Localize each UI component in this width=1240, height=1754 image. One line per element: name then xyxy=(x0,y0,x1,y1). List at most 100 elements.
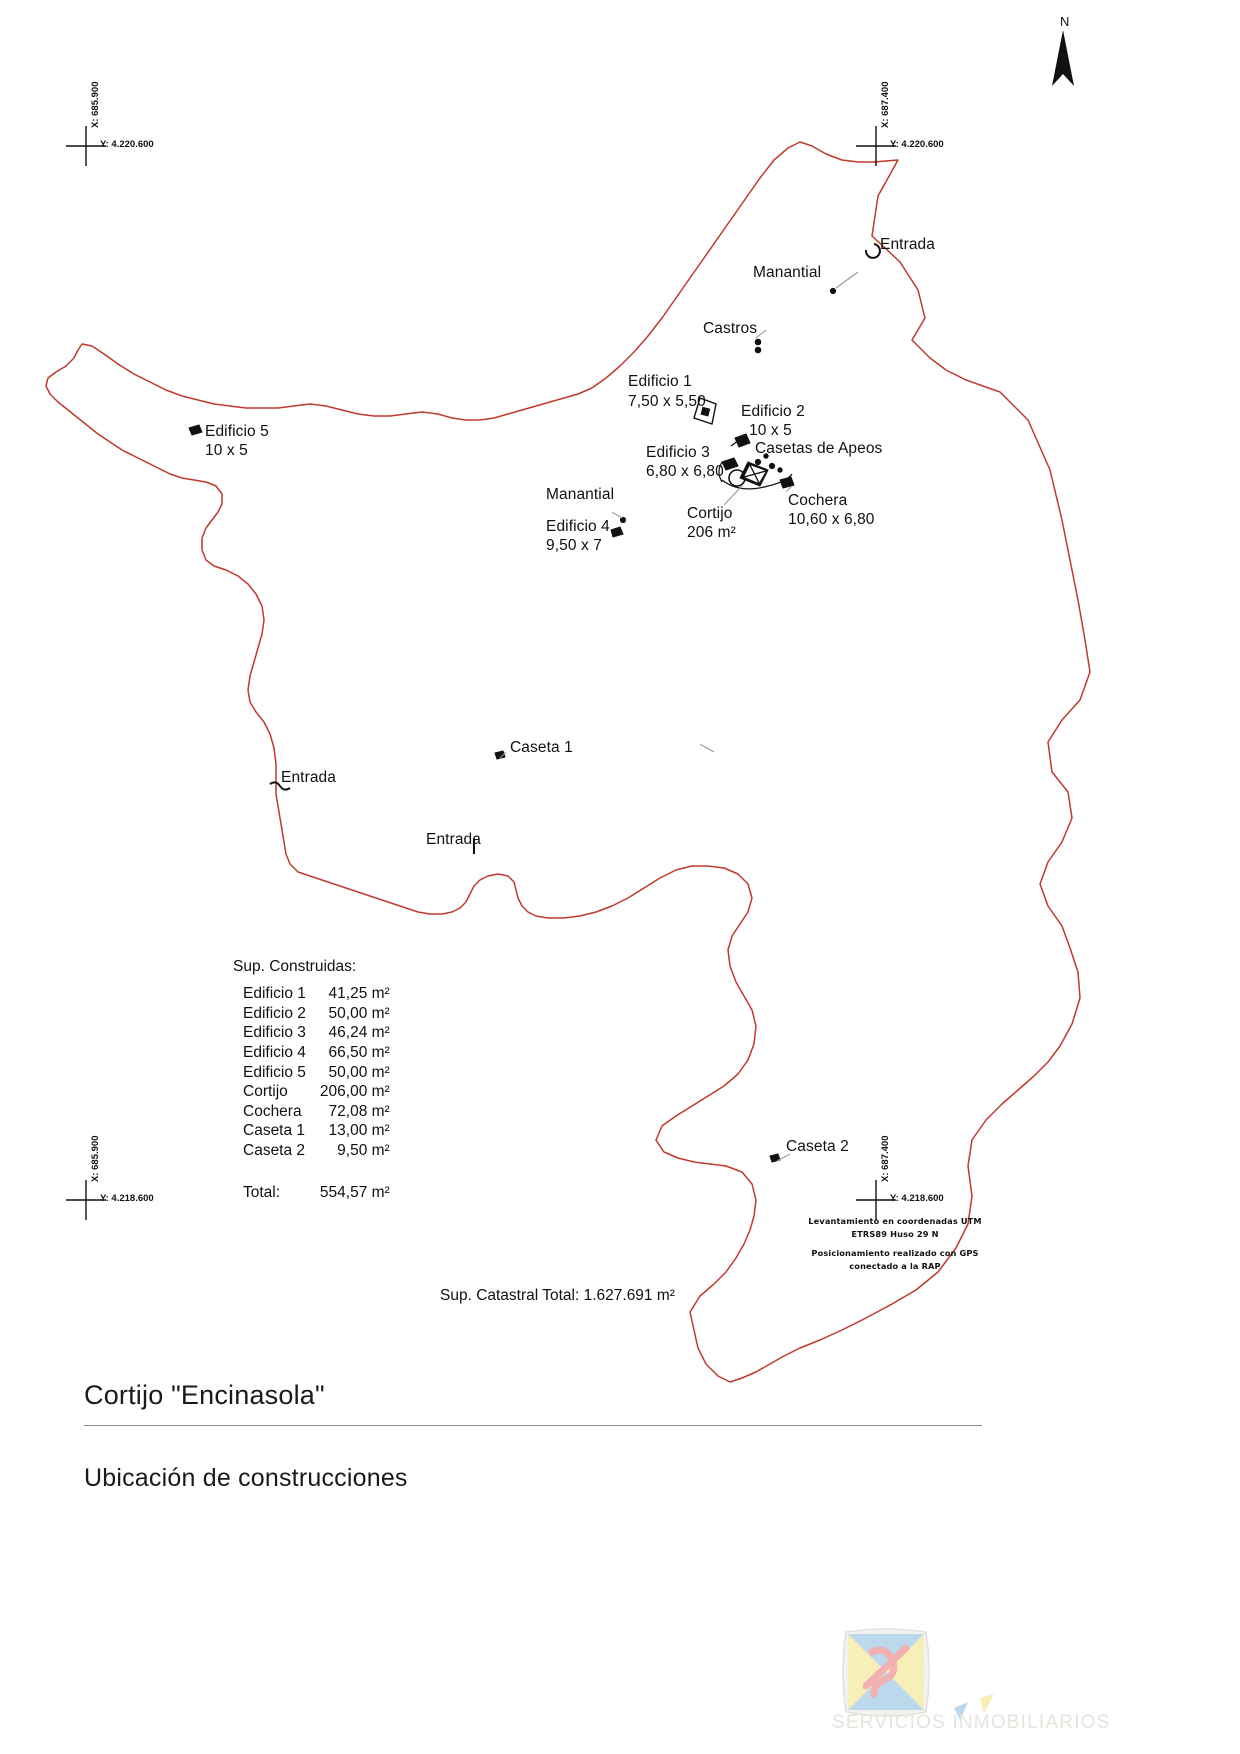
legend-row-name: Edificio 3 xyxy=(243,1024,306,1042)
building-footprints xyxy=(188,287,837,1163)
coord-y-bottom-left: Y: 4.218.600 xyxy=(100,1193,154,1204)
label-edificio-5-name: Edificio 5 xyxy=(205,423,269,440)
legend-row-value: 13,00 m² xyxy=(328,1122,390,1140)
legend-row-value: 66,50 m² xyxy=(328,1043,390,1061)
title-divider xyxy=(84,1425,982,1426)
label-caseta-1: Caseta 1 xyxy=(510,739,573,756)
label-manantial-mid: Manantial xyxy=(546,486,615,503)
footprint-caseta-1 xyxy=(494,750,506,760)
coord-x-top-left: X: 685.900 xyxy=(90,81,101,128)
cadastral-total-area: Sup. Catastral Total: 1.627.691 m² xyxy=(440,1287,675,1304)
label-castros: Castros xyxy=(703,320,758,337)
north-arrow: N xyxy=(1040,14,1088,86)
label-leader-lines xyxy=(499,271,859,1162)
legend-row-name: Edificio 4 xyxy=(243,1043,306,1061)
label-entrada-top: Entrada xyxy=(880,236,935,253)
label-cortijo-name: Cortijo xyxy=(687,505,733,522)
parcel-boundary-path xyxy=(45,141,1091,1383)
document-title: Cortijo "Encinasola" xyxy=(84,1380,325,1410)
legend-row: Cortijo 206,00 m² xyxy=(243,1083,390,1103)
legend-row-value: 41,25 m² xyxy=(328,985,390,1002)
footprint-edificio-1 xyxy=(693,397,717,425)
survey-note-line-2: ETRS89 Huso 29 N xyxy=(851,1228,939,1239)
legend-row-value: 206,00 m² xyxy=(319,1083,390,1101)
entrada-marks xyxy=(269,243,881,854)
label-edificio-1-dim: 7,50 x 5,50 xyxy=(628,393,706,410)
legend-row: Edificio 4 66,50 m² xyxy=(243,1044,390,1064)
grid-tick-top-right xyxy=(856,126,896,166)
legend-row-value: 50,00 m² xyxy=(328,1004,390,1022)
north-arrow-graphic xyxy=(1052,30,1074,86)
legend-row: Edificio 5 50,00 m² xyxy=(243,1064,390,1084)
grid-tick-top-left xyxy=(66,126,106,166)
label-edificio-2-name: Edificio 2 xyxy=(741,403,805,420)
north-label: N xyxy=(1060,14,1070,29)
coord-y-top-left: Y: 4.220.600 xyxy=(100,139,154,150)
label-entrada-left: Entrada xyxy=(281,769,336,786)
document-subtitle: Ubicación de construcciones xyxy=(84,1464,408,1492)
legend-row: Edificio 1 41,25 m² xyxy=(243,985,390,1005)
legend-row-name: Cortijo xyxy=(243,1083,288,1101)
label-manantial-top: Manantial xyxy=(753,264,822,281)
label-edificio-5-dim: 10 x 5 xyxy=(205,442,248,459)
footprint-edificio-4 xyxy=(610,526,624,538)
grid-tick-bottom-right xyxy=(856,1180,896,1220)
survey-note-line-3: Posicionamiento realizado con GPS xyxy=(811,1248,979,1259)
label-edificio-2-dim: 10 x 5 xyxy=(749,422,792,439)
label-casetas-de-apeos: Casetas de Apeos xyxy=(755,440,883,457)
footprint-edificio-5 xyxy=(188,424,203,436)
legend-total-row: Total: 554,57 m² xyxy=(243,1162,390,1204)
company-name: SERVICIOS INMOBILIARIOS xyxy=(832,1712,1111,1733)
logo-accent-shapes xyxy=(954,1694,994,1720)
coord-x-bottom-right: X: 687.400 xyxy=(880,1135,891,1182)
survey-notes: Levantamiento en coordenadas UTM ETRS89 … xyxy=(795,1215,995,1273)
label-edificio-4-dim: 9,50 x 7 xyxy=(546,537,602,554)
company-logo xyxy=(842,1628,994,1720)
footprint-edificio-3 xyxy=(721,457,739,471)
coord-x-top-right: X: 687.400 xyxy=(880,81,891,128)
legend-row-name: Caseta 2 xyxy=(243,1142,306,1159)
label-cortijo-dim: 206 m² xyxy=(687,524,736,541)
legend-row-name: Caseta 1 xyxy=(243,1122,306,1140)
legend-row-value: 50,00 m² xyxy=(328,1063,390,1081)
survey-note-line-4: conectado a la RAP xyxy=(849,1261,941,1272)
entrada-mark-top xyxy=(864,243,881,259)
legend-row-name: Edificio 1 xyxy=(243,985,306,1002)
legend-row-name: Edificio 2 xyxy=(243,1004,306,1022)
label-entrada-mid: Entrada xyxy=(426,831,481,848)
label-edificio-3-name: Edificio 3 xyxy=(646,444,710,461)
label-cochera-dim: 10,60 x 6,80 xyxy=(788,511,875,528)
legend-row-value: 72,08 m² xyxy=(328,1102,390,1120)
legend-row-value: 46,24 m² xyxy=(328,1024,390,1042)
legend-row: Cochera 72,08 m² xyxy=(243,1103,390,1123)
grid-tick-bottom-left xyxy=(66,1180,106,1220)
footprint-cochera xyxy=(779,476,795,489)
label-caseta-2: Caseta 2 xyxy=(786,1138,849,1155)
label-edificio-3-dim: 6,80 x 6,80 xyxy=(646,463,724,480)
legend-title: Sup. Construidas: xyxy=(233,958,357,975)
legend-row-name: Cochera xyxy=(243,1102,302,1120)
title-block: Cortijo "Encinasola" Ubicación de constr… xyxy=(84,1380,984,1493)
coord-y-bottom-right: Y: 4.218.600 xyxy=(890,1193,944,1204)
label-edificio-1-name: Edificio 1 xyxy=(628,373,692,390)
coord-y-top-right: Y: 4.220.600 xyxy=(890,139,944,150)
label-cochera-name: Cochera xyxy=(788,492,848,509)
footprint-edificio-2 xyxy=(734,433,751,448)
label-edificio-4-name: Edificio 4 xyxy=(546,518,610,535)
logo-kite-icon xyxy=(842,1628,930,1717)
legend-total-label: Total: xyxy=(243,1183,281,1201)
legend-row: Caseta 2 9,50 m² xyxy=(243,1142,390,1162)
survey-note-line-1: Levantamiento en coordenadas UTM xyxy=(808,1216,982,1226)
legend-row-value: 9,50 m² xyxy=(337,1142,390,1159)
legend-row: Caseta 1 13,00 m² xyxy=(243,1122,390,1142)
coord-x-bottom-left: X: 685.900 xyxy=(90,1135,101,1182)
legend-row: Edificio 3 46,24 m² xyxy=(243,1024,390,1044)
legend-total-value: 554,57 m² xyxy=(319,1183,390,1201)
legend-row-name: Edificio 5 xyxy=(243,1063,306,1081)
point-manantial-top xyxy=(829,287,837,295)
